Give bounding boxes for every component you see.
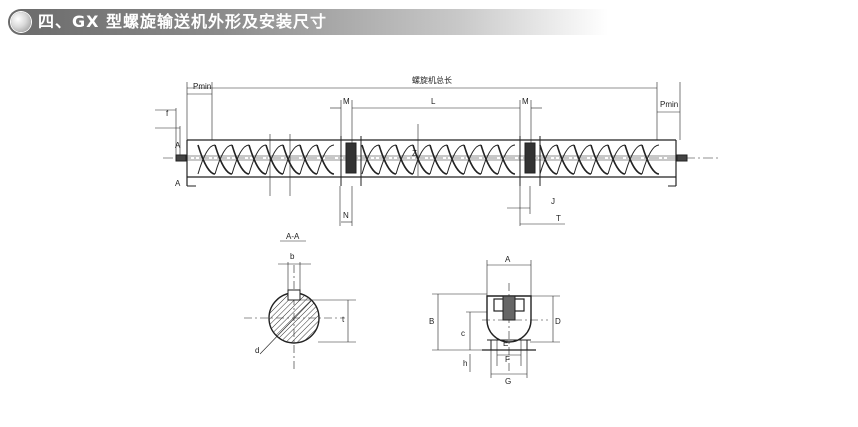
end-c-label: c bbox=[461, 329, 465, 338]
l-label: L bbox=[431, 97, 436, 106]
t-dim-label: t bbox=[342, 315, 345, 324]
total-length-label: 螺旋机总长 bbox=[412, 75, 452, 85]
bullet-icon bbox=[11, 12, 31, 32]
m-right-label: M bbox=[522, 97, 529, 106]
n-label: N bbox=[343, 211, 349, 220]
pmin-right-label: Pmin bbox=[660, 100, 678, 109]
section-a-bottom-label: A bbox=[175, 179, 181, 188]
section-a-top-label: A bbox=[175, 141, 181, 150]
section-title: 四、GX 型螺旋输送机外形及安装尺寸 bbox=[38, 12, 328, 31]
z-label: Z bbox=[412, 149, 417, 158]
end-e-label: E bbox=[503, 339, 508, 348]
t-label: T bbox=[556, 214, 561, 223]
end-a-label: A bbox=[505, 255, 511, 264]
section-view-labels: A-A b t d bbox=[255, 232, 345, 355]
end-f-label: F bbox=[505, 355, 510, 364]
end-d-label: D bbox=[555, 317, 561, 326]
end-b-label: B bbox=[429, 317, 434, 326]
d-label: d bbox=[255, 346, 259, 355]
end-view bbox=[432, 260, 560, 378]
m-left-label: M bbox=[343, 97, 350, 106]
side-view-labels: 螺旋机总长 Pmin Pmin f M M L Z N J T A A bbox=[166, 75, 678, 223]
conveyor-side-view bbox=[155, 82, 720, 226]
j-label: J bbox=[551, 197, 555, 206]
section-view-a-a bbox=[244, 240, 356, 372]
b-label: b bbox=[290, 252, 295, 261]
end-g-label: G bbox=[505, 377, 511, 386]
end-h-label: h bbox=[463, 359, 467, 368]
section-title-label: A-A bbox=[286, 232, 300, 241]
f-label: f bbox=[166, 109, 169, 118]
end-view-labels: A B c D E F h G bbox=[429, 255, 561, 386]
section-header: 四、GX 型螺旋输送机外形及安装尺寸 bbox=[8, 9, 608, 35]
pmin-left-label: Pmin bbox=[193, 82, 211, 91]
